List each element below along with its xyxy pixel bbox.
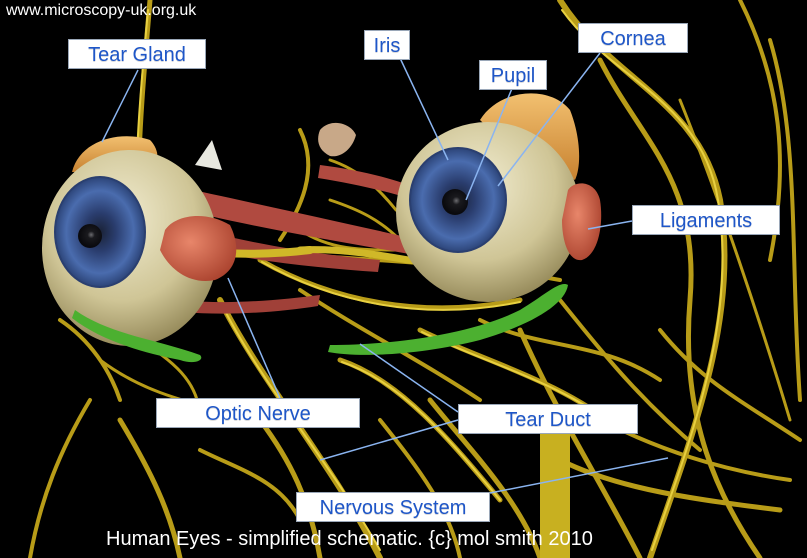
- leader-lines: [101, 52, 669, 494]
- label-nervous-system: Nervous System: [296, 492, 490, 522]
- label-iris: Iris: [364, 30, 410, 60]
- right-tear-duct: [328, 284, 568, 355]
- label-tear-duct: Tear Duct: [458, 404, 638, 434]
- left-ligament: [160, 215, 237, 281]
- right-eye: [318, 93, 602, 355]
- label-ligaments: Ligaments: [632, 205, 780, 235]
- diagram-caption: Human Eyes - simplified schematic. {c} m…: [106, 528, 593, 550]
- label-pupil: Pupil: [479, 60, 547, 90]
- left-tear-duct: [72, 310, 202, 363]
- left-eye: [42, 136, 237, 363]
- website-url: www.microscopy-uk.org.uk: [6, 2, 197, 19]
- label-cornea: Cornea: [578, 23, 688, 53]
- right-ligament: [562, 183, 602, 261]
- label-tear-gland: Tear Gland: [68, 39, 206, 69]
- label-optic-nerve: Optic Nerve: [156, 398, 360, 428]
